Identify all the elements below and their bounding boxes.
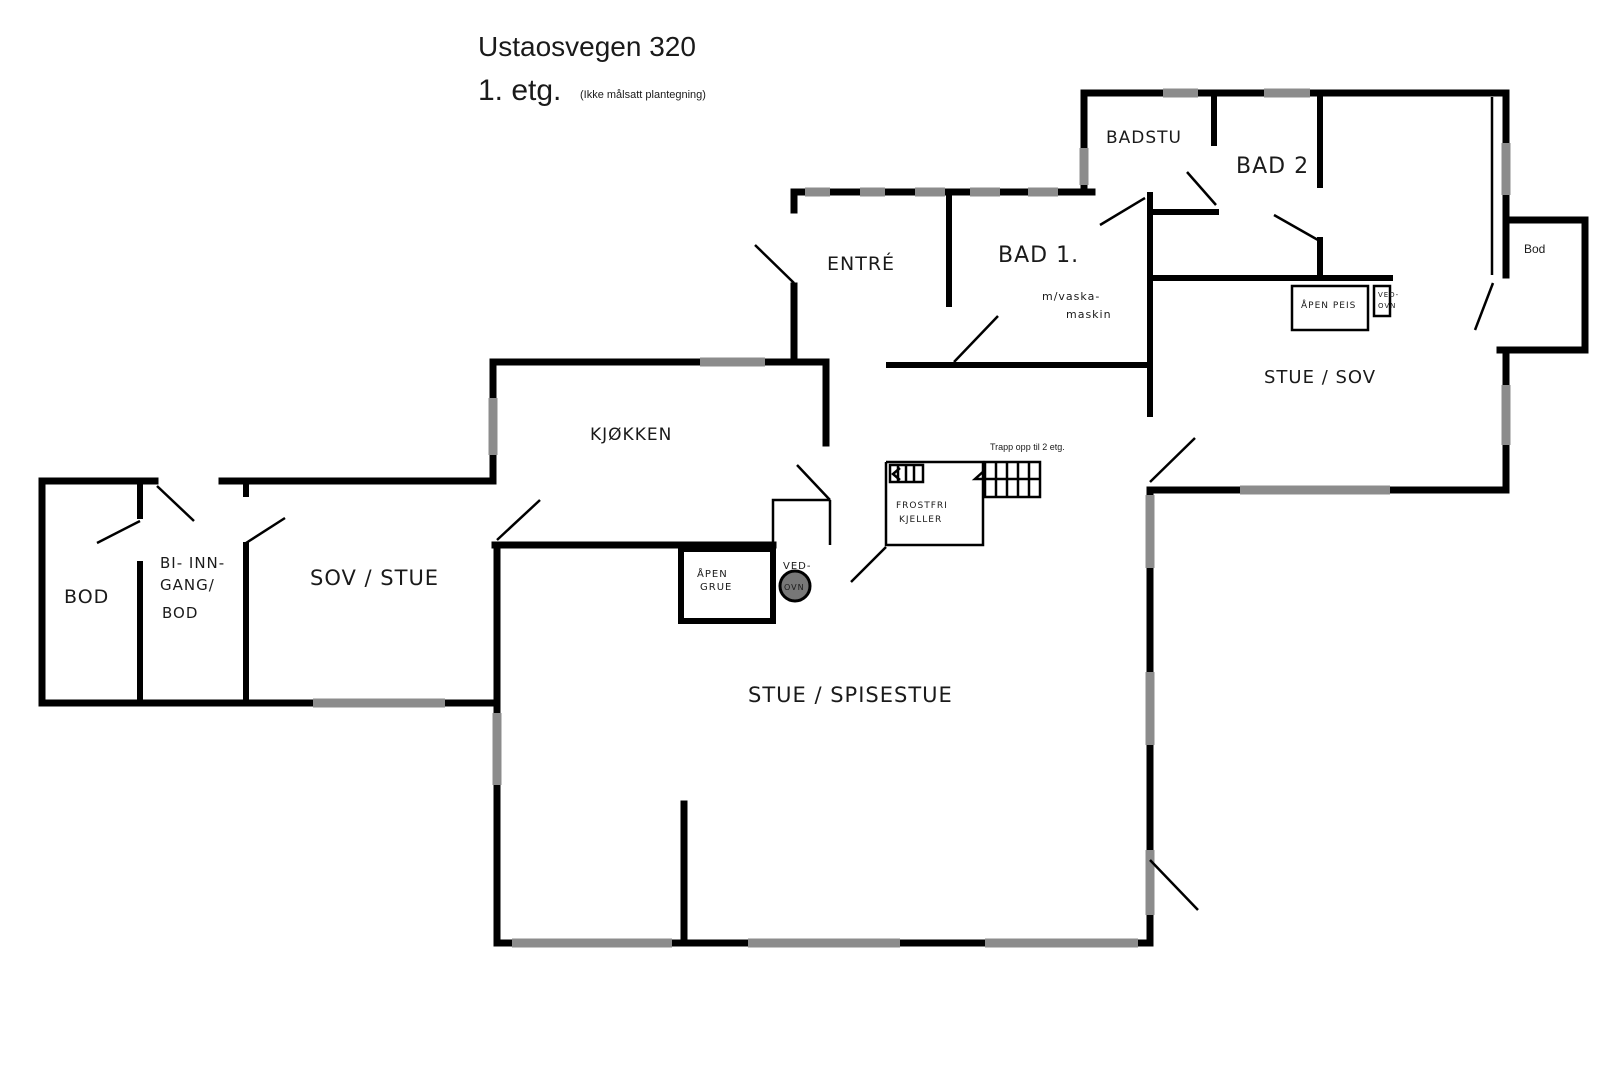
label-biinngang-1: BI- INN- (160, 554, 225, 572)
wood-stove-icon (778, 569, 812, 603)
label-vedovn-1: VED- (783, 561, 811, 572)
label-bod-right: Bod (1524, 242, 1545, 256)
label-badstu: BADSTU (1106, 128, 1182, 148)
plan-note: (Ikke målsatt plantegning) (580, 89, 706, 101)
floor-title: 1. etg. (478, 74, 561, 107)
label-apen-peis: ÅPEN PEIS (1301, 299, 1356, 311)
label-stue-sov: STUE / SOV (1264, 367, 1376, 388)
label-entre: ENTRÉ (827, 252, 895, 275)
label-biinngang-2: GANG/ (160, 576, 215, 594)
room-labels: BADSTU BAD 2 ENTRÉ BAD 1. m/vaska- maski… (64, 128, 1545, 707)
windows (313, 88, 1511, 948)
label-stue-spisestue: STUE / SPISESTUE (748, 683, 953, 707)
label-bad1-sub1: m/vaska- (1042, 290, 1100, 303)
label-vedovn-2: OVN (784, 583, 805, 592)
label-trapp: Trapp opp til 2 etg. (990, 442, 1065, 452)
label-bad2: BAD 2 (1236, 154, 1309, 179)
label-vedovn-right-1: VED- (1378, 291, 1399, 299)
stair-up-icon (971, 460, 1042, 499)
label-sov-stue: SOV / STUE (310, 566, 439, 590)
label-biinngang-3: BOD (162, 604, 198, 622)
walls (38, 89, 1589, 947)
label-apen-grue-1: ÅPEN (697, 567, 728, 580)
label-vedovn-right-2: OVN (1378, 302, 1396, 310)
label-apen-grue-2: GRUE (700, 582, 732, 593)
address-title: Ustaosvegen 320 (478, 31, 696, 62)
doors (96, 171, 1495, 911)
label-frostfri-1: FROSTFRI (896, 501, 948, 511)
label-bad1-sub2: maskin (1066, 308, 1112, 321)
label-bod-left: BOD (64, 586, 109, 608)
label-bad1: BAD 1. (998, 243, 1079, 268)
fixtures (678, 284, 1392, 624)
cellar-stair-icon (888, 463, 925, 484)
label-kjokken: KJØKKEN (590, 425, 672, 445)
label-frostfri-2: KJELLER (899, 515, 942, 525)
